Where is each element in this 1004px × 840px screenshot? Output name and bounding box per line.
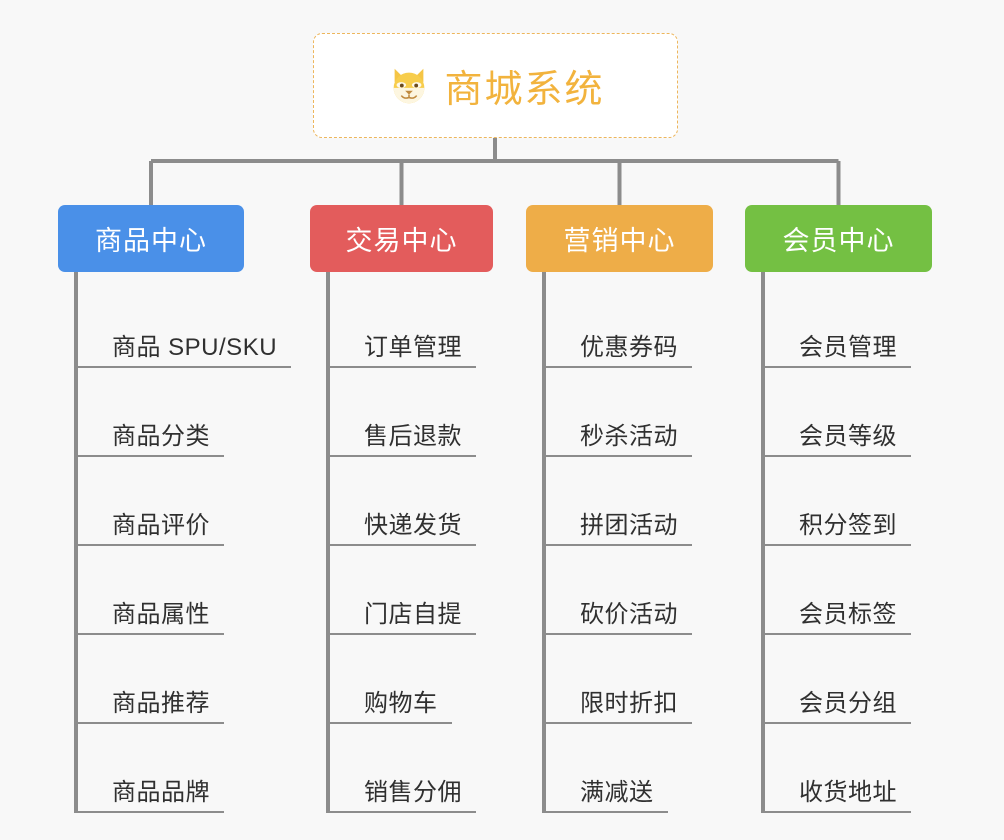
leaf-label: 商品分类: [112, 423, 210, 450]
leaf-underline: [328, 544, 476, 546]
leaf-label: 购物车: [364, 690, 438, 717]
category-label: 会员中心: [782, 226, 895, 256]
leaf-label: 会员分组: [799, 690, 897, 717]
leaf-item[interactable]: 秒杀活动: [544, 368, 692, 457]
leaf-underline: [763, 544, 911, 546]
leaf-item[interactable]: 商品属性: [76, 546, 277, 635]
leaf-label: 会员等级: [799, 423, 897, 450]
leaf-item[interactable]: 满减送: [544, 724, 678, 813]
leaf-label: 收货地址: [799, 779, 897, 806]
root-node[interactable]: 商城系统: [313, 33, 678, 138]
leaf-label: 销售分佣: [364, 779, 462, 806]
leaf-item[interactable]: 快递发货: [328, 457, 476, 546]
leaf-label: 限时折扣: [580, 690, 678, 717]
leaf-label: 拼团活动: [580, 512, 678, 539]
root-title: 商城系统: [444, 69, 605, 111]
leaf-item[interactable]: 购物车: [328, 635, 462, 724]
leaf-underline: [76, 366, 291, 368]
leaf-label: 售后退款: [364, 423, 462, 450]
leaf-label: 订单管理: [364, 334, 462, 361]
leaf-underline: [763, 722, 911, 724]
leaf-column-1: 商品 SPU/SKU 商品分类商品评价商品属性商品推荐商品品牌: [76, 279, 291, 813]
leaf-item[interactable]: 商品评价: [76, 457, 277, 546]
leaf-label: 门店自提: [364, 601, 462, 628]
leaf-label: 商品 SPU/SKU: [112, 334, 278, 361]
leaf-item[interactable]: 会员分组: [763, 635, 911, 724]
category-label: 营销中心: [563, 226, 676, 256]
leaf-underline: [76, 722, 224, 724]
leaf-label: 快递发货: [364, 512, 462, 539]
leaf-label: 商品评价: [112, 512, 210, 539]
leaf-item[interactable]: 商品分类: [76, 368, 277, 457]
category-box-3[interactable]: 营销中心: [526, 205, 713, 272]
leaf-label: 会员管理: [799, 334, 897, 361]
leaf-item[interactable]: 砍价活动: [544, 546, 692, 635]
category-label: 交易中心: [345, 226, 458, 256]
category-box-2[interactable]: 交易中心: [310, 205, 493, 272]
leaf-underline: [328, 455, 476, 457]
leaf-item[interactable]: 收货地址: [763, 724, 911, 813]
leaf-item[interactable]: 拼团活动: [544, 457, 692, 546]
leaf-underline: [544, 722, 692, 724]
leaf-underline: [763, 455, 911, 457]
leaf-column-2: 订单管理售后退款快递发货门店自提购物车销售分佣: [328, 279, 476, 813]
leaf-underline: [544, 811, 668, 813]
leaf-item[interactable]: 积分签到: [763, 457, 911, 546]
leaf-item[interactable]: 门店自提: [328, 546, 476, 635]
leaf-underline: [328, 366, 476, 368]
leaf-underline: [328, 722, 452, 724]
leaf-underline: [544, 366, 692, 368]
leaf-underline: [763, 811, 911, 813]
leaf-underline: [763, 633, 911, 635]
leaf-label: 砍价活动: [580, 601, 678, 628]
leaf-item[interactable]: 商品品牌: [76, 724, 277, 813]
category-box-1[interactable]: 商品中心: [58, 205, 244, 272]
leaf-item[interactable]: 销售分佣: [328, 724, 476, 813]
leaf-label: 会员标签: [799, 601, 897, 628]
dog-face-icon: [386, 63, 432, 109]
leaf-item[interactable]: 售后退款: [328, 368, 476, 457]
leaf-underline: [328, 633, 476, 635]
leaf-underline: [76, 633, 224, 635]
leaf-underline: [76, 455, 224, 457]
leaf-item[interactable]: 商品推荐: [76, 635, 277, 724]
leaf-underline: [544, 544, 692, 546]
leaf-column-4: 会员管理会员等级积分签到会员标签会员分组收货地址: [763, 279, 911, 813]
leaf-label: 商品品牌: [112, 779, 210, 806]
leaf-item[interactable]: 优惠券码: [544, 279, 692, 368]
category-label: 商品中心: [95, 226, 207, 256]
leaf-label: 商品推荐: [112, 690, 210, 717]
leaf-item[interactable]: 会员标签: [763, 546, 911, 635]
leaf-item[interactable]: 商品 SPU/SKU: [76, 279, 291, 368]
leaf-item[interactable]: 订单管理: [328, 279, 476, 368]
leaf-label: 优惠券码: [580, 334, 678, 361]
leaf-underline: [328, 811, 476, 813]
leaf-item[interactable]: 会员等级: [763, 368, 911, 457]
leaf-underline: [76, 811, 224, 813]
leaf-label: 满减送: [580, 779, 654, 806]
leaf-item[interactable]: 会员管理: [763, 279, 911, 368]
leaf-item[interactable]: 限时折扣: [544, 635, 692, 724]
leaf-label: 秒杀活动: [580, 423, 678, 450]
leaf-underline: [763, 366, 911, 368]
leaf-label: 商品属性: [112, 601, 210, 628]
leaf-column-3: 优惠券码秒杀活动拼团活动砍价活动限时折扣满减送: [544, 279, 692, 813]
leaf-label: 积分签到: [799, 512, 897, 539]
leaf-underline: [544, 633, 692, 635]
leaf-underline: [544, 455, 692, 457]
leaf-underline: [76, 544, 224, 546]
category-box-4[interactable]: 会员中心: [745, 205, 932, 272]
